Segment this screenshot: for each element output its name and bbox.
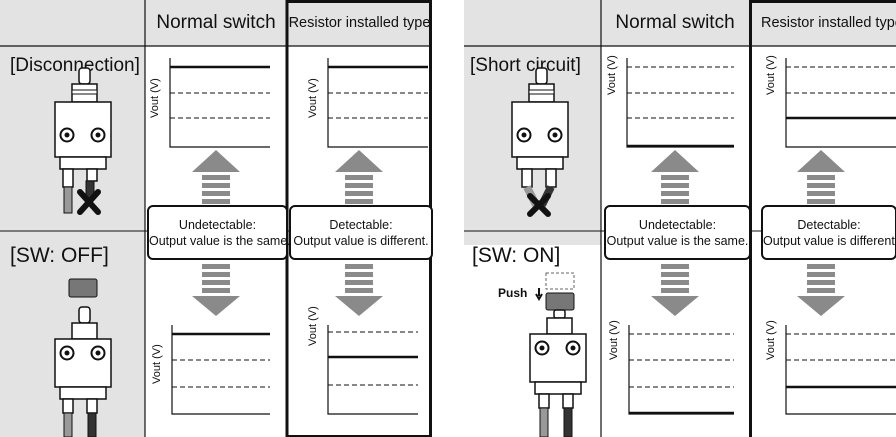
axis-label-vout: Vout (V) [765,320,777,360]
callout-detectable: Detectable: Output value is different. [761,205,896,260]
up-arrow-icon-resistor [797,150,845,204]
axis-label-vout: Vout (V) [307,306,319,346]
graph-normal-top: Vout (V) [149,58,270,148]
graph-resistor-bottom: Vout (V) [307,306,418,415]
state-label-sw-on: [SW: ON] [472,244,561,267]
up-arrow-icon-normal [651,150,699,204]
callout-normal-line2: Output value is the same. [149,233,291,248]
header-normal-switch: Normal switch [601,0,749,46]
callout-resistor-line1: Detectable: [797,217,861,232]
axis-label-vout: Vout (V) [608,320,620,360]
header-normal-switch: Normal switch [145,0,287,46]
state-label-sw-off: [SW: OFF] [10,244,109,267]
state-label-short-circuit: [Short circuit] [470,55,581,76]
callout-normal-line2: Output value is the same. [606,233,749,248]
axis-label-vout: Vout (V) [151,344,163,384]
up-arrow-icon-resistor [335,150,383,204]
panel-disconnection: Normal switch Resistor installed type [D… [0,0,433,437]
callout-undetectable: Undetectable: Output value is the same. [147,205,291,260]
down-arrow-icon-normal [651,264,699,316]
graph-resistor-bottom: Vout (V) [765,320,896,415]
down-arrow-icon-resistor [335,264,383,316]
callout-normal-line1: Undetectable: [178,217,257,232]
diagram-lines: Vout (V) Vout (V) Vout (V) Vout (V) [464,0,896,437]
callout-detectable: Detectable: Output value is different. [289,205,433,260]
push-label: Push [498,286,528,300]
graph-normal-bottom: Vout (V) [608,320,734,415]
graph-resistor-top: Vout (V) [307,58,428,148]
graph-normal-bottom: Vout (V) [151,325,270,415]
state-label-disconnection: [Disconnection] [10,55,140,76]
axis-label-vout: Vout (V) [765,55,777,95]
switch-off-icon [54,278,112,437]
switch-shorted-icon [511,67,569,217]
header-resistor-type: Resistor installed type [749,0,896,46]
panel-short-circuit: Normal switch Resistor installed type [S… [464,0,896,437]
down-arrow-icon-resistor [797,264,845,316]
header-resistor-type: Resistor installed type [287,0,432,46]
axis-label-vout: Vout (V) [606,55,618,95]
axis-label-vout: Vout (V) [149,78,161,118]
down-arrow-icon-normal [192,264,240,316]
callout-resistor-line2: Output value is different. [763,233,896,248]
switch-on-icon [529,272,587,437]
graph-normal-top: Vout (V) [606,55,734,148]
callout-resistor-line1: Detectable: [329,217,393,232]
callout-normal-line1: Undetectable: [638,217,717,232]
callout-resistor-line2: Output value is different. [293,233,429,248]
axis-label-vout: Vout (V) [307,78,319,118]
switch-disconnected-icon [54,67,112,215]
graph-resistor-top: Vout (V) [765,55,896,148]
up-arrow-icon-normal [192,150,240,204]
callout-undetectable: Undetectable: Output value is the same. [604,205,751,260]
